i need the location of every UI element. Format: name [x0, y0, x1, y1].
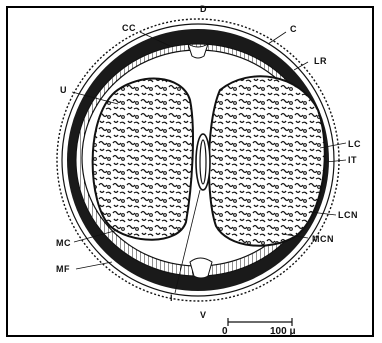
label-lcn: LCN — [338, 210, 358, 220]
label-it: IT — [348, 155, 357, 165]
right-uterus — [209, 76, 325, 245]
label-lr: LR — [314, 56, 327, 66]
label-i: I — [170, 293, 173, 303]
label-c: C — [290, 24, 297, 34]
intestine-lumen — [200, 140, 206, 184]
label-mc: MC — [56, 238, 71, 248]
scale-start-label: 0 — [222, 326, 228, 337]
scale-bar: 0 100 μ — [222, 318, 296, 337]
label-mcn: MCN — [312, 234, 334, 244]
label-v: V — [200, 310, 207, 320]
label-cc: CC — [122, 23, 136, 33]
ventral-cord — [190, 258, 212, 278]
label-mf: MF — [56, 264, 70, 274]
label-u: U — [60, 85, 67, 95]
label-d: D — [200, 4, 207, 14]
left-uterus — [93, 79, 193, 240]
leader-c — [268, 32, 286, 44]
scale-end-label: 100 μ — [270, 326, 296, 337]
label-lc: LC — [348, 139, 361, 149]
